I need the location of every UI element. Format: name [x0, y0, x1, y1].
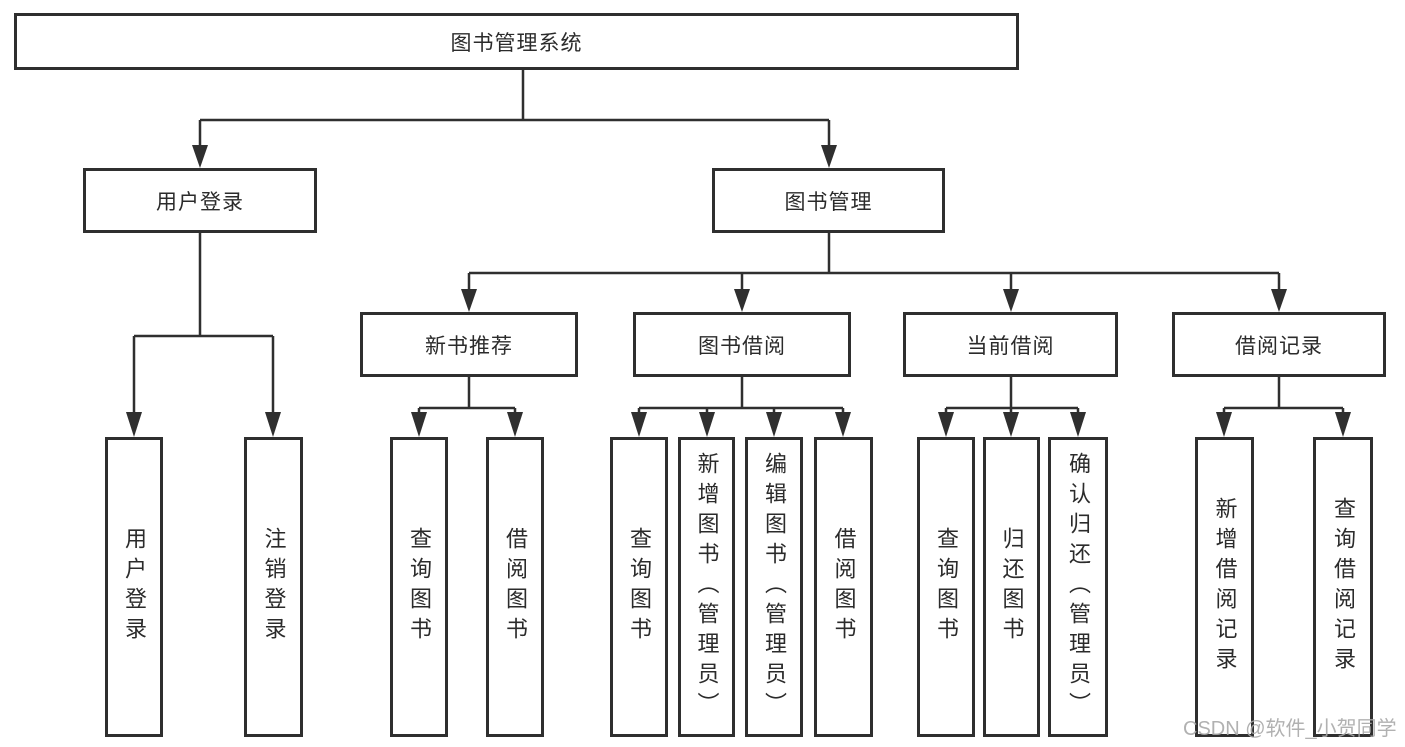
leaf-logout: 注销登录: [244, 437, 303, 737]
watermark: CSDN @软件_小贺同学: [1183, 718, 1397, 740]
leaf-confirm-return-admin: 确认归还（管理员）: [1048, 437, 1108, 737]
leaf-borrow-books-recommend: 借阅图书: [486, 437, 544, 737]
leaf-edit-books-admin: 编辑图书（管理员）: [745, 437, 803, 737]
arrowheads: [126, 145, 1351, 437]
leaf-borrow-books: 借阅图书: [814, 437, 873, 737]
leaf-query-books-recommend: 查询图书: [390, 437, 448, 737]
node-borrow-records: 借阅记录: [1172, 312, 1386, 377]
node-current-borrow: 当前借阅: [903, 312, 1118, 377]
leaf-query-books-borrow: 查询图书: [610, 437, 668, 737]
leaf-add-books-admin: 新增图书（管理员）: [678, 437, 735, 737]
leaf-return-books: 归还图书: [983, 437, 1040, 737]
leaf-user-login: 用户登录: [105, 437, 163, 737]
node-book-management: 图书管理: [712, 168, 945, 233]
node-user-login: 用户登录: [83, 168, 317, 233]
leaf-query-borrow-record: 查询借阅记录: [1313, 437, 1373, 737]
leaf-query-books-current: 查询图书: [917, 437, 975, 737]
node-new-book-recommend: 新书推荐: [360, 312, 578, 377]
node-book-borrow: 图书借阅: [633, 312, 851, 377]
node-library-system: 图书管理系统: [14, 13, 1019, 70]
leaf-add-borrow-record: 新增借阅记录: [1195, 437, 1254, 737]
